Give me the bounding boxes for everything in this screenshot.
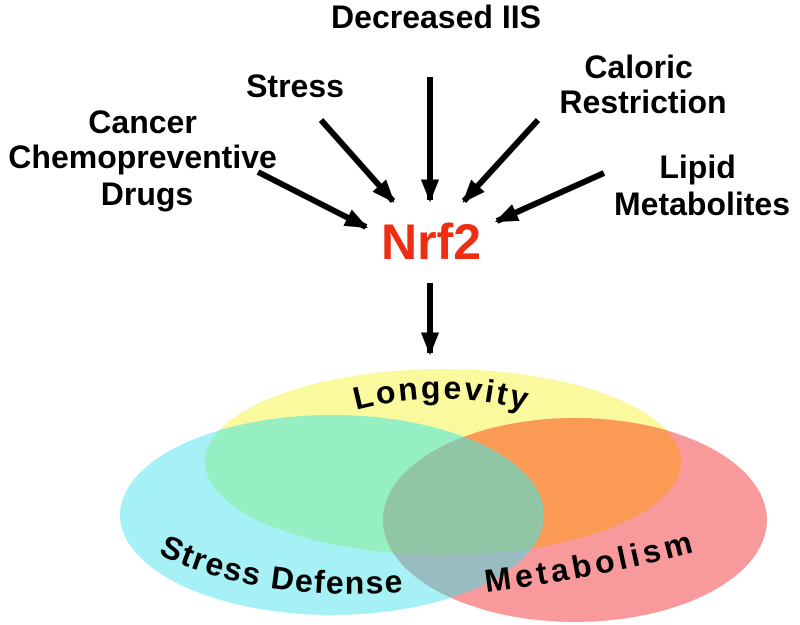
arrow-stress-to-nrf2 [318, 118, 396, 203]
label-decreased-iis: Decreased IIS [331, 0, 541, 35]
arrow-group [256, 77, 606, 356]
arrow-lipid-metabolites-to-nrf2 [494, 170, 606, 224]
arrow-caloric-restriction-to-nrf2 [461, 117, 541, 204]
venn-diagram: Longevity Stress Defense Metabolism [120, 369, 767, 622]
label-nrf2: Nrf2 [381, 214, 481, 270]
label-stress: Stress [246, 68, 344, 104]
label-lipid-metabolites: Lipid Metabolites [614, 149, 790, 222]
label-caloric-restriction: Caloric Restriction [559, 49, 726, 120]
label-cancer-chemopreventive-drugs: Cancer Chemopreventive Drugs [8, 104, 285, 212]
arrow-cancer-drugs-to-nrf2 [256, 169, 369, 230]
venn-overlap-all-three [383, 418, 544, 555]
